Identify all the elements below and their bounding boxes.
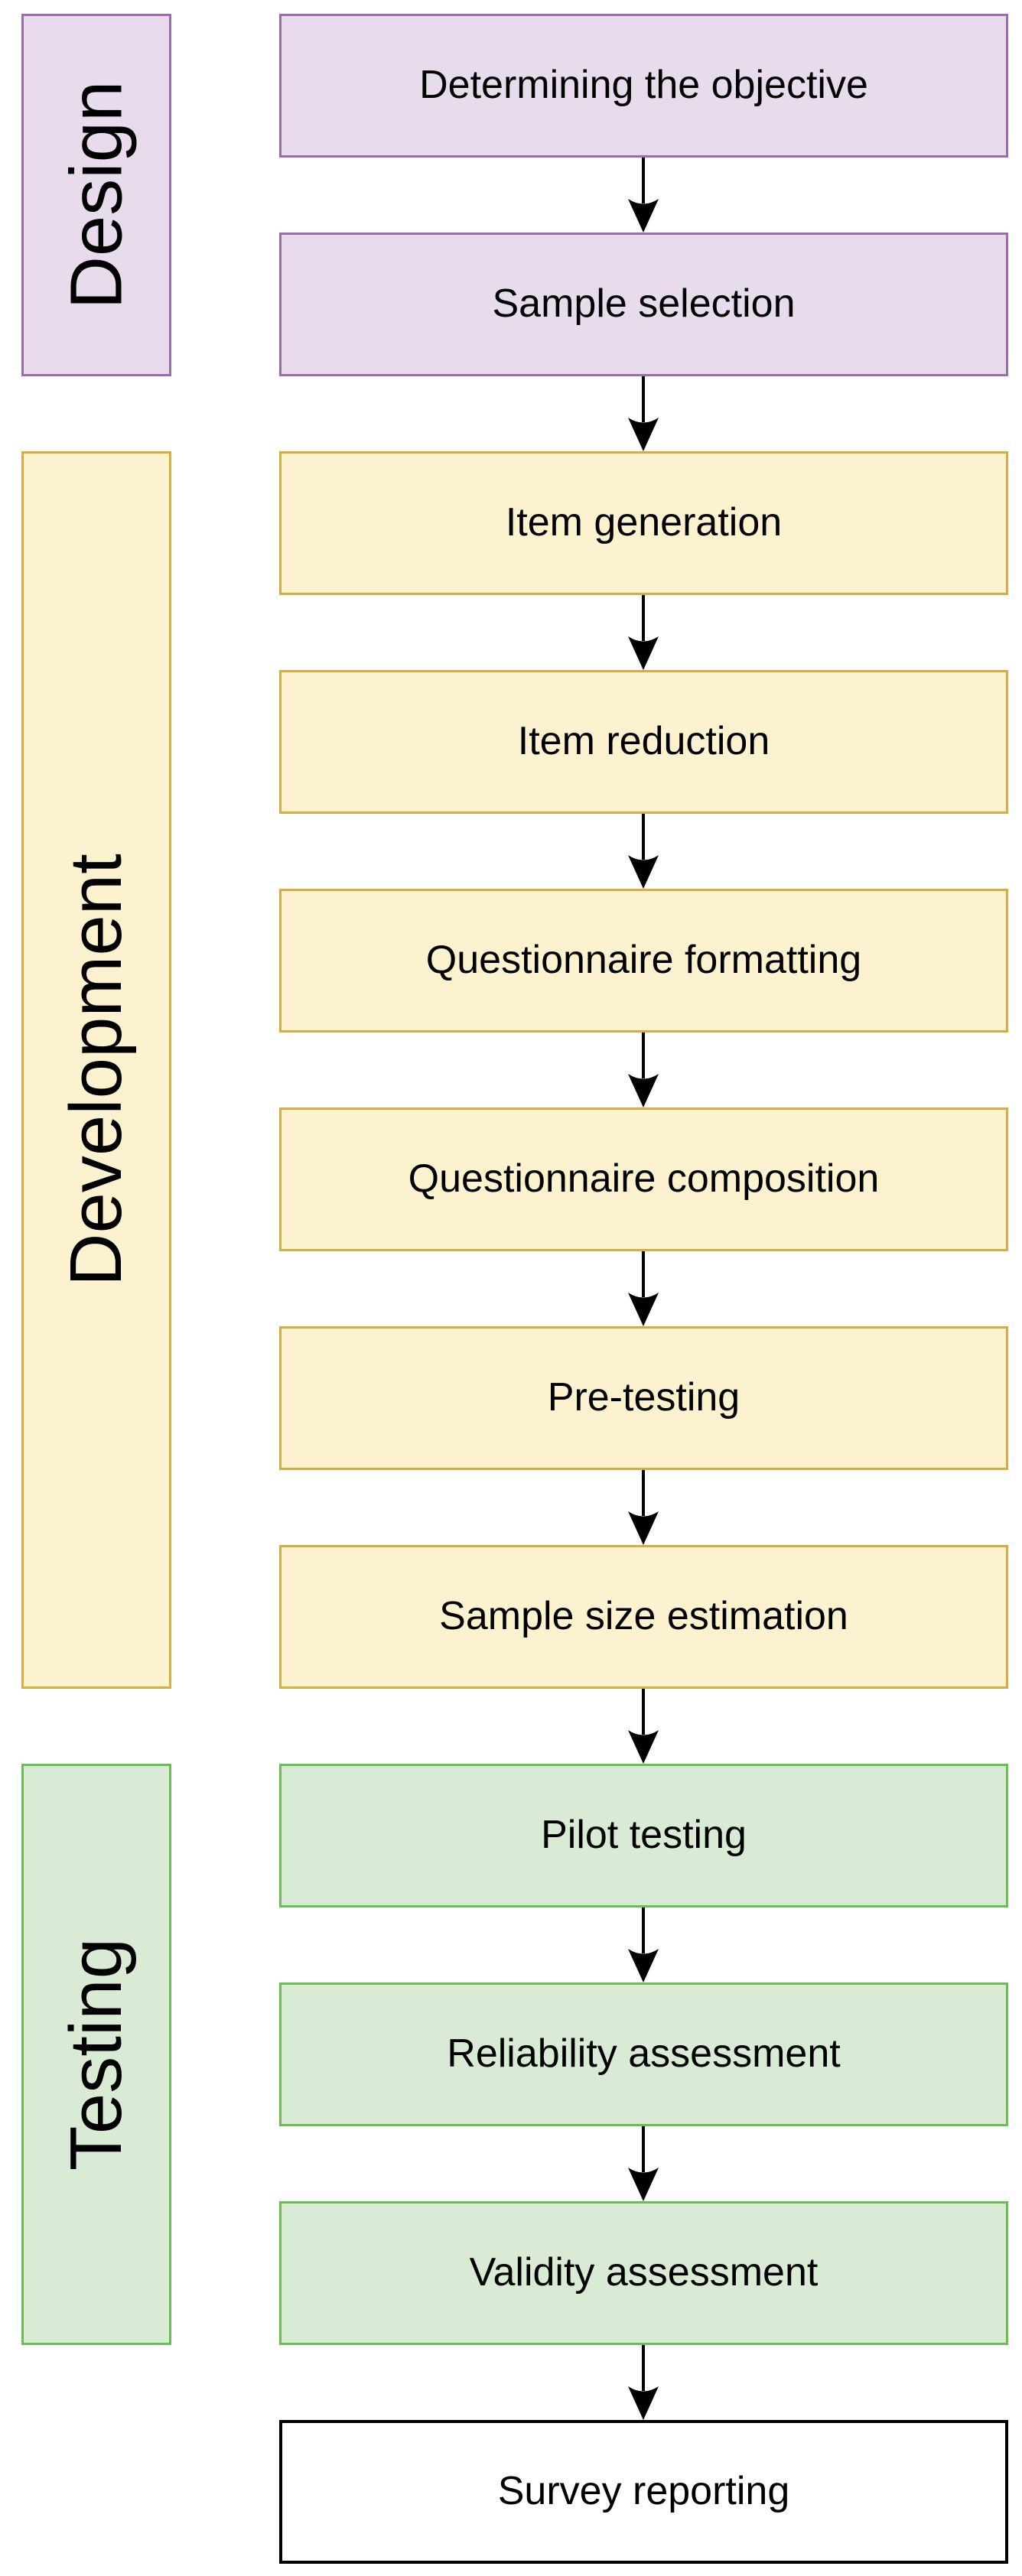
step-label: Survey reporting [497, 2469, 790, 2514]
step-box-survey-reporting: Survey reporting [279, 2420, 1008, 2564]
phase-label-testing: Testing [55, 1937, 138, 2171]
arrow-connector-8 [626, 1689, 661, 1764]
step-label: Item reduction [517, 719, 770, 764]
arrow-connector-10 [626, 2126, 661, 2201]
arrow-connector-3 [626, 595, 661, 670]
down-arrow-icon [628, 1908, 659, 1982]
down-arrow-icon [628, 376, 659, 451]
step-box-questionnaire-formatting: Questionnaire formatting [279, 889, 1008, 1033]
arrow-connector-1 [626, 158, 661, 233]
step-box-reliability-assessment: Reliability assessment [279, 1982, 1008, 2126]
step-box-validity-assessment: Validity assessment [279, 2201, 1008, 2345]
step-label: Sample selection [492, 281, 796, 327]
down-arrow-icon [628, 1689, 659, 1764]
down-arrow-icon [628, 1033, 659, 1107]
step-box-determining-the-objective: Determining the objective [279, 14, 1008, 158]
step-box-item-reduction: Item reduction [279, 670, 1008, 814]
step-label: Questionnaire formatting [425, 938, 862, 983]
step-box-sample-selection: Sample selection [279, 233, 1008, 376]
down-arrow-icon [628, 595, 659, 670]
phase-band-development: Development [21, 451, 171, 1689]
phase-band-design: Design [21, 14, 171, 376]
arrow-connector-2 [626, 376, 661, 451]
step-label: Pilot testing [541, 1813, 747, 1858]
phase-band-testing: Testing [21, 1764, 171, 2345]
down-arrow-icon [628, 1470, 659, 1545]
down-arrow-icon [628, 2345, 659, 2420]
arrow-connector-11 [626, 2345, 661, 2420]
step-label: Pre-testing [547, 1375, 740, 1420]
step-box-item-generation: Item generation [279, 451, 1008, 595]
arrow-connector-9 [626, 1908, 661, 1982]
arrow-connector-4 [626, 814, 661, 889]
step-box-sample-size-estimation: Sample size estimation [279, 1545, 1008, 1689]
step-box-questionnaire-composition: Questionnaire composition [279, 1107, 1008, 1251]
phase-label-development: Development [55, 854, 138, 1286]
down-arrow-icon [628, 2126, 659, 2201]
phase-label-design: Design [55, 80, 138, 310]
step-label: Validity assessment [469, 2250, 819, 2295]
arrow-connector-7 [626, 1470, 661, 1545]
down-arrow-icon [628, 1251, 659, 1326]
step-label: Reliability assessment [447, 2031, 841, 2077]
down-arrow-icon [628, 158, 659, 233]
step-label: Sample size estimation [439, 1594, 848, 1639]
arrow-connector-6 [626, 1251, 661, 1326]
step-label: Questionnaire composition [408, 1156, 880, 1202]
step-box-pre-testing: Pre-testing [279, 1326, 1008, 1470]
down-arrow-icon [628, 814, 659, 889]
step-label: Item generation [505, 500, 783, 545]
step-label: Determining the objective [419, 63, 868, 108]
step-box-pilot-testing: Pilot testing [279, 1764, 1008, 1908]
arrow-connector-5 [626, 1033, 661, 1107]
